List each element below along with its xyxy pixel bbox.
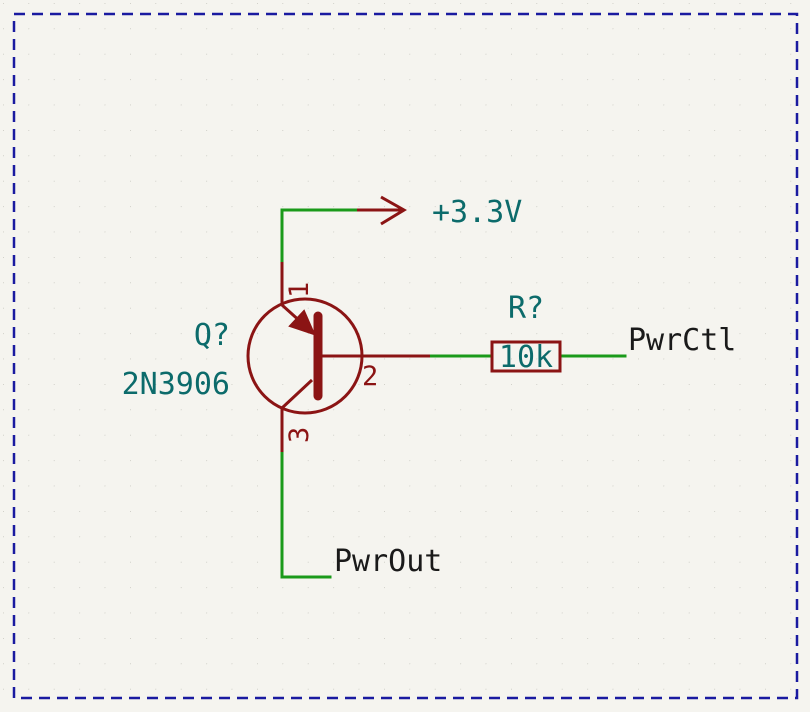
resistor-body	[490, 340, 562, 373]
transistor-q[interactable]: 1 2 3 Q? 2N3906	[122, 262, 430, 452]
power-label: +3.3V	[432, 195, 522, 230]
wire-power-to-emitter[interactable]	[280, 208, 359, 264]
wires	[280, 208, 627, 579]
resistor-reference: R?	[508, 291, 544, 326]
pin-number-collector: 3	[284, 427, 315, 443]
power-arrow-icon	[380, 195, 407, 226]
resistor-r[interactable]: R? 10k	[490, 291, 562, 375]
emitter-arrow-icon	[288, 309, 316, 336]
net-label-pwrout[interactable]: PwrOut	[334, 544, 442, 579]
transistor-reference: Q?	[194, 318, 230, 353]
transistor-value: 2N3906	[122, 367, 230, 402]
pin-number-emitter: 1	[284, 282, 315, 298]
power-symbol[interactable]: +3.3V	[357, 195, 522, 230]
net-label-pwrctl[interactable]: PwrCtl	[628, 323, 736, 358]
pin-number-base: 2	[362, 361, 378, 392]
sheet-border	[12, 12, 799, 700]
transistor-collector-line	[280, 378, 314, 410]
resistor-value: 10k	[499, 340, 553, 375]
